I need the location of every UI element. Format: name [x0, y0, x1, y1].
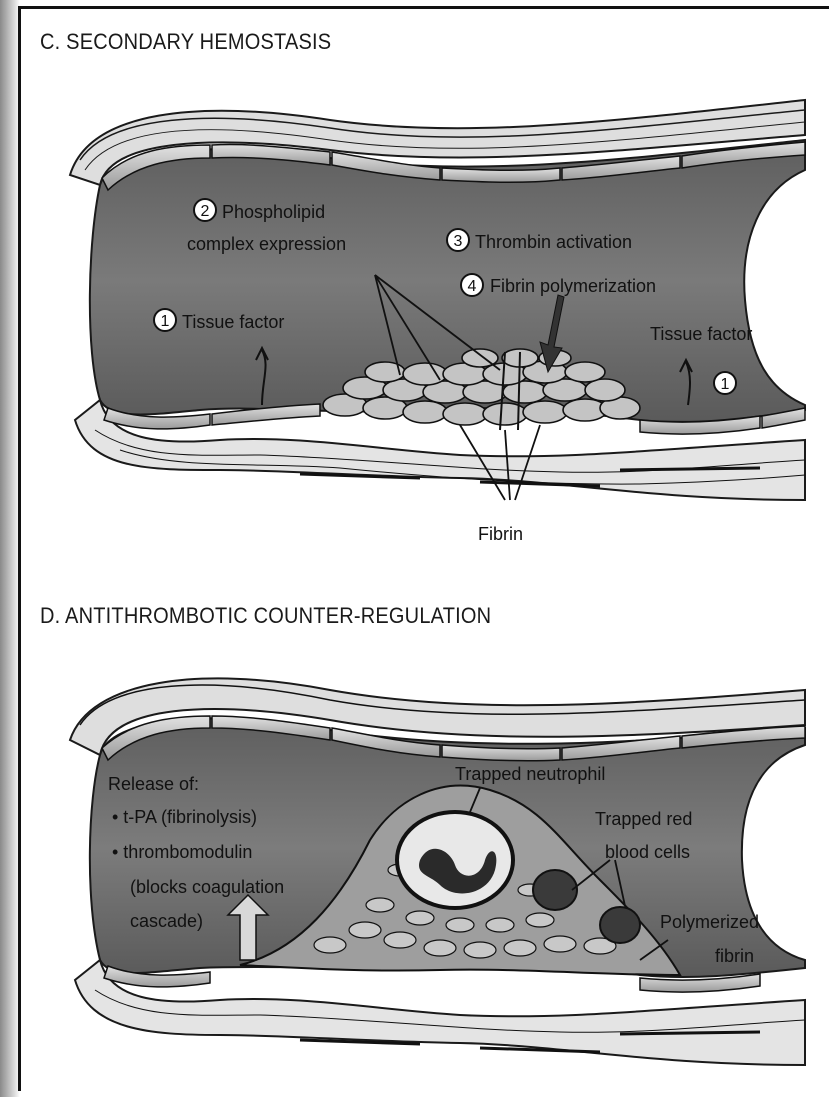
label-trapped-neutrophil: Trapped neutrophil: [455, 764, 605, 784]
label-trapped-red: Trapped red: [595, 809, 692, 829]
label-blocks-coagulation: (blocks coagulation: [130, 877, 284, 897]
label-release-of: Release of:: [108, 774, 199, 794]
label-polymerized: Polymerized: [660, 912, 759, 932]
label-fibrin-d: fibrin: [715, 946, 754, 966]
label-cascade: cascade): [130, 911, 203, 931]
label-thrombomodulin: • thrombomodulin: [112, 842, 252, 862]
trapped-neutrophil: [397, 812, 513, 908]
label-blood-cells: blood cells: [605, 842, 690, 862]
label-tpa: • t-PA (fibrinolysis): [112, 807, 257, 827]
